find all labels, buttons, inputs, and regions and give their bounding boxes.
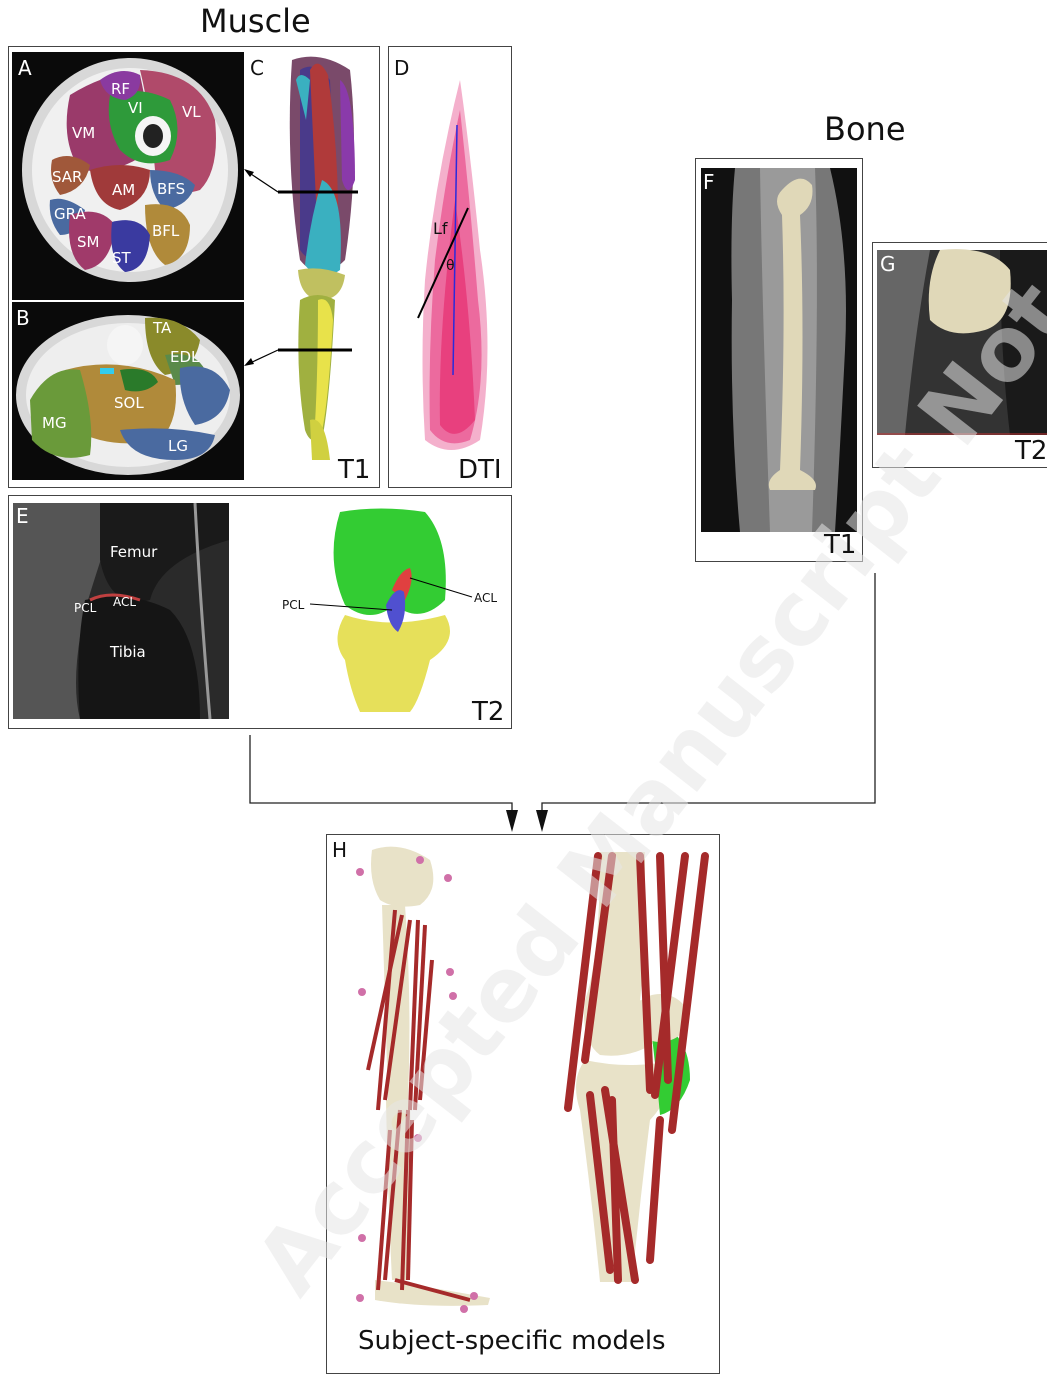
muscle-label-ta: TA [153,319,171,337]
panel-label-b: B [16,306,30,330]
mri-label-tibia: Tibia [110,643,146,661]
muscle-label-gra: GRA [54,205,86,223]
panel-label-e: E [16,504,29,528]
muscle-label-mg: MG [42,414,67,432]
panel-label-h: H [332,838,347,862]
model-label-acl: ACL [474,591,497,605]
pennation-angle-symbol: θ [446,258,455,274]
mri-label-acl: ACL [113,595,136,609]
seq-label-g: T2 [1015,436,1047,466]
panel-label-c: C [250,56,264,80]
models-caption: Subject-specific models [358,1326,666,1356]
arrow-head-right [536,810,548,832]
muscle-label-bfl: BFL [152,222,179,240]
panel-f-femur-mri [701,168,857,532]
panel-c-leg-model [244,57,358,460]
panel-label-f: F [703,170,715,194]
muscle-label-vl: VL [182,103,201,121]
model-label-pcl: PCL [282,598,304,612]
muscle-label-edl: EDL [170,348,199,366]
muscle-label-bfs: BFS [157,180,185,198]
muscle-label-sm: SM [77,233,99,251]
panel-b-shank-mri [12,302,244,480]
mri-label-femur: Femur [110,543,157,561]
panel-label-g: G [880,252,896,276]
seq-label-f: T1 [824,530,856,560]
arrow-head-left [506,810,518,832]
muscle-label-st: ST [112,249,131,267]
panel-label-d: D [394,56,409,80]
muscle-label-lg: LG [168,437,188,455]
mri-label-pcl: PCL [74,601,96,615]
muscle-label-vi: VI [128,99,143,117]
seq-label-e: T2 [472,697,504,727]
panel-e-knee-mri [13,503,229,719]
muscle-label-rf: RF [111,80,130,98]
muscle-label-vm: VM [72,124,95,142]
muscle-label-sol: SOL [114,394,144,412]
panel-label-a: A [18,56,32,80]
muscle-label-am: AM [112,181,135,199]
seq-label-c: T1 [338,455,370,485]
fibre-length-symbol: Lf [433,219,448,238]
seq-label-d: DTI [458,455,502,485]
muscle-label-sar: SAR [52,168,82,186]
panel-e-knee-model [310,509,472,713]
